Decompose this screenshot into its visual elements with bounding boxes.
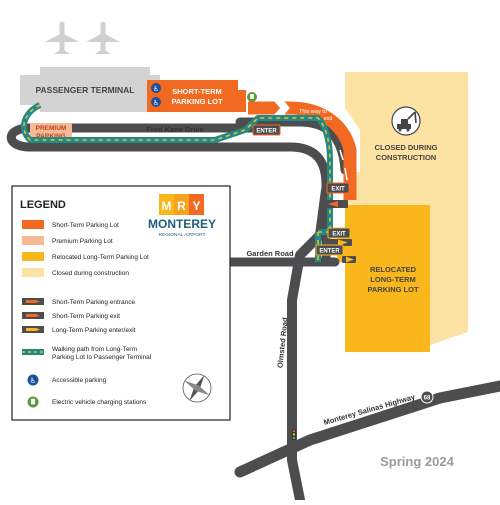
- relocated-long-term-lot: [337, 205, 430, 352]
- legend-arrow-label: Long-Term Parking enter/exit: [52, 327, 136, 334]
- premium-parking-label: PARKING: [36, 133, 66, 140]
- legend-swatch: [22, 268, 44, 277]
- accessible-parking-icon: ♿: [27, 374, 39, 386]
- legend-accessible-label: Accessible parking: [52, 377, 107, 384]
- fred-kane-drive-road: [6, 123, 331, 263]
- highway-shield-icon: 68: [420, 390, 434, 404]
- passenger-terminal-label: PASSENGER TERMINAL: [35, 85, 134, 95]
- legend-swatch: [22, 252, 44, 261]
- exit-sign: EXIT: [327, 227, 351, 239]
- this-way-label: This way to: [299, 109, 327, 115]
- enter-sign-text: ENTER: [319, 249, 340, 255]
- logo-name: MONTEREY: [148, 217, 216, 231]
- legend-swatch-item: Short-Term Parking Lot: [22, 220, 119, 229]
- short-term-exit-arrow: [274, 101, 290, 115]
- ev-charging-icon: [247, 92, 257, 102]
- enter-sign: ENTER: [315, 244, 344, 256]
- compass-icon: [182, 373, 212, 403]
- exit-sign-text: EXIT: [332, 232, 346, 238]
- passenger-terminal-building: [20, 67, 160, 112]
- accessible-parking-icon: ♿: [151, 83, 161, 93]
- accessible-parking-icon: ♿: [151, 97, 161, 107]
- short-term-exit-ramp: [248, 101, 357, 200]
- short-term-lot-label: PARKING LOT: [171, 97, 223, 106]
- svg-text:♿: ♿: [153, 99, 159, 107]
- logo-subtitle: REGIONAL AIRPORT: [159, 232, 206, 238]
- short-term-parking-lot: [147, 80, 246, 112]
- long-term-lot-label: LONG-TERM: [370, 275, 415, 284]
- legend-arrow-label: Short-Term Parking entrance: [52, 299, 135, 306]
- legend-panel: LEGEND M R Y MONTEREY REGIONAL AIRPORT S…: [11, 185, 231, 421]
- closed-construction-label: CONSTRUCTION: [376, 153, 436, 162]
- legend-walk-item: Walking path from Long-Term Parking Lot …: [22, 346, 152, 361]
- legend-ev-label: Electric vehicle charging stations: [52, 399, 147, 406]
- long-term-exit-arrow: [330, 239, 352, 246]
- construction-icon: [391, 106, 421, 136]
- legend-swatch-item: Premium Parking Lot: [22, 236, 113, 245]
- airplane-icon: [86, 22, 120, 54]
- long-term-lot-label: RELOCATED: [370, 265, 417, 274]
- logo-letter: Y: [192, 199, 200, 213]
- legend-walk-label: Parking Lot to Passenger Terminal: [52, 354, 152, 361]
- short-term-exit-white-line: [339, 149, 348, 181]
- legend-swatch: [22, 220, 44, 229]
- logo-letter: M: [162, 199, 172, 213]
- legend-arrow-item: Short-Term Parking exit: [22, 312, 120, 320]
- legend-arrow-item: Long-Term Parking enter/exit: [22, 326, 136, 334]
- season-label: Spring 2024: [380, 454, 454, 469]
- legend-swatch-item: Relocated Long-Term Parking Lot: [22, 252, 149, 261]
- olmsted-road: [287, 185, 331, 505]
- walking-path-lot-dashes: [317, 231, 345, 262]
- closed-construction-label: CLOSED DURING: [375, 143, 438, 152]
- exit-sign-text: EXIT: [331, 187, 345, 193]
- legend-swatch: [22, 236, 44, 245]
- premium-parking-label: PREMIUM: [36, 125, 67, 132]
- airport-logo: M R Y MONTEREY REGIONAL AIRPORT: [148, 194, 216, 238]
- highway-number: 68: [424, 396, 431, 402]
- short-term-lot-label: SHORT-TERM: [172, 87, 222, 96]
- legend-swatch-label: Short-Term Parking Lot: [52, 222, 119, 229]
- garden-road-label: Garden Road: [246, 249, 294, 258]
- enter-sign: ENTER: [252, 124, 281, 136]
- logo-letter: R: [177, 199, 186, 213]
- enter-sign-text: ENTER: [256, 129, 277, 135]
- legend-arrow-item: Short-Term Parking entrance: [22, 298, 135, 306]
- legend-swatch-label: Relocated Long-Term Parking Lot: [52, 254, 149, 261]
- long-term-enter-arrow: [342, 256, 356, 263]
- exit-sign: EXIT: [326, 182, 350, 194]
- svg-text:♿: ♿: [153, 85, 159, 93]
- legend-ev-item: Electric vehicle charging stations: [27, 396, 147, 408]
- legend-title: LEGEND: [20, 199, 66, 211]
- walking-path-dashes: [23, 104, 331, 230]
- legend-arrow-icon: [26, 328, 40, 331]
- legend-swatch-label: Closed during construction: [52, 270, 129, 277]
- legend-walk-label: Walking path from Long-Term: [52, 346, 137, 353]
- fred-kane-drive-label: Fred Kane Drive: [146, 125, 204, 134]
- traffic-light-icon: [292, 429, 296, 440]
- legend-accessible-item: ♿ Accessible parking: [27, 374, 107, 386]
- legend-arrow-icon: [26, 300, 40, 303]
- monterey-salinas-highway: [234, 380, 500, 478]
- premium-parking-lot: [30, 123, 72, 140]
- closed-construction-area: [345, 72, 468, 345]
- ev-charging-icon: [27, 396, 39, 408]
- long-term-exit-arrow: [324, 200, 348, 208]
- airplane-icon: [45, 22, 79, 54]
- long-term-lot-label: PARKING LOT: [367, 285, 419, 294]
- svg-text:♿: ♿: [30, 376, 37, 385]
- legend-swatch-item: Closed during construction: [22, 268, 129, 277]
- legend-swatch-label: Premium Parking Lot: [52, 238, 113, 245]
- legend-arrow-icon: [26, 314, 40, 317]
- legend-arrow-label: Short-Term Parking exit: [52, 313, 120, 320]
